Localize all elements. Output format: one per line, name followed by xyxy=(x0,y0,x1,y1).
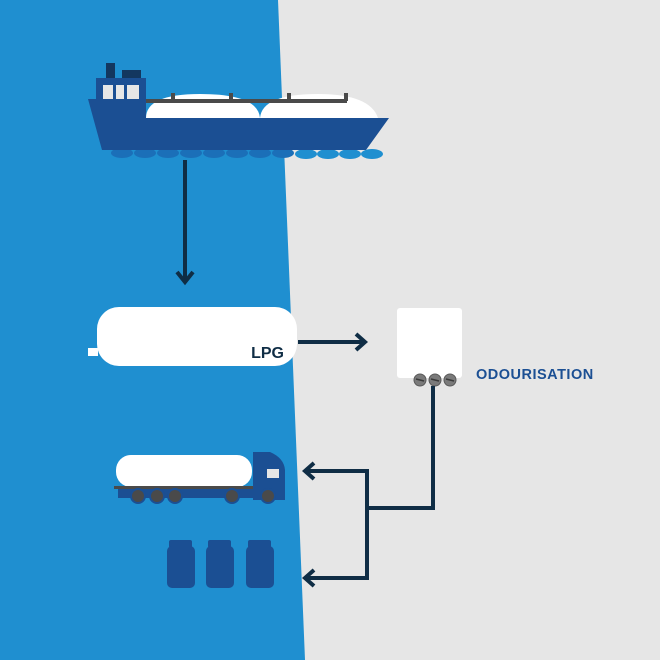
storage-tank-icon xyxy=(88,307,297,366)
tanker-truck-icon xyxy=(114,452,285,504)
lpg-carrier-ship-icon xyxy=(88,63,389,159)
gas-cylinder-icon xyxy=(167,540,274,588)
cylinder-2 xyxy=(206,540,234,588)
cylinder-1 xyxy=(167,540,195,588)
arrows-odouriser-to-distribution xyxy=(301,386,435,588)
tank-label: LPG xyxy=(251,345,284,362)
cylinder-3 xyxy=(246,540,274,588)
odourisation-label: ODOURISATION xyxy=(476,367,594,383)
arrow-ship-to-tank xyxy=(175,160,195,286)
water-waves xyxy=(111,148,383,159)
arrow-tank-to-odouriser xyxy=(298,332,369,352)
odouriser-box-icon xyxy=(397,308,462,387)
